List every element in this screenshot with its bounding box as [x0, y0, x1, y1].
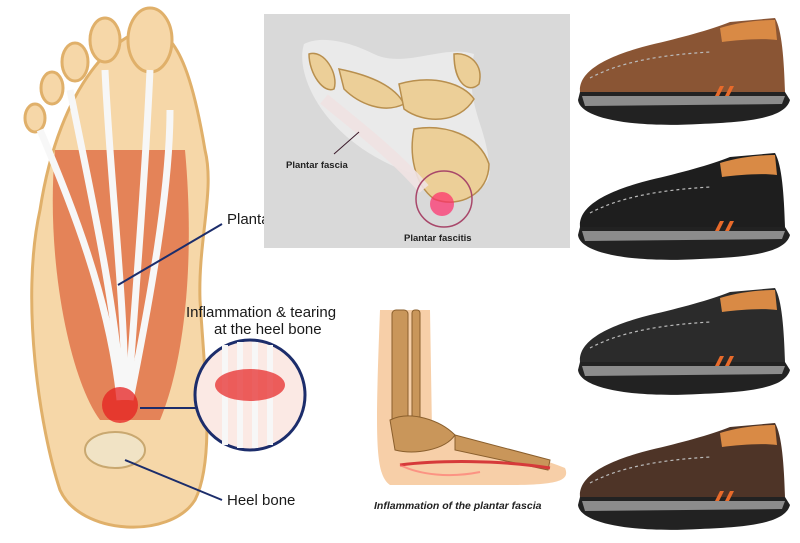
shoe-midsole [582, 501, 785, 511]
heel-inflammation [102, 387, 138, 423]
shoe-black [578, 153, 790, 260]
big-toe [126, 6, 174, 74]
inflamed-fascia [399, 460, 551, 470]
ankle-side-illustration: Inflammation of the plantar fascia [360, 300, 575, 543]
shoe-dark-brown [578, 423, 790, 530]
skeleton-drawing [264, 14, 570, 248]
ankle-drawing [377, 309, 567, 485]
plantar-fascia-band [320, 94, 429, 193]
shoe-accent [715, 221, 724, 231]
foot-sole-drawing [23, 6, 307, 529]
shoe-lining [720, 425, 777, 447]
shoe-midsole [582, 366, 785, 376]
label-heel-bone: Heel bone [227, 492, 296, 509]
shoe-stitching [589, 186, 711, 214]
shoe-brown [578, 18, 790, 125]
ankle-bones [389, 309, 551, 471]
shoe-accent [715, 491, 724, 501]
leader-lines [117, 223, 223, 501]
label-inflammation-line2: at the heel bone [214, 321, 322, 338]
shoe-midsole [582, 96, 785, 106]
foot-bones [308, 52, 490, 203]
fasciitis-circle [415, 170, 473, 228]
third-toe [60, 41, 90, 83]
shoe-lining [720, 20, 777, 42]
shoe-accent [715, 86, 724, 96]
little-toe [23, 102, 47, 134]
foot-sole-illustration: Plantar fascia Inflammation & tearing at… [0, 0, 370, 543]
shoe-black-matte [578, 288, 790, 395]
ankle-caption: Inflammation of the plantar fascia [374, 500, 542, 512]
shoe-stitching [589, 51, 711, 79]
shoes-drawing [578, 18, 790, 530]
shoe-accent [725, 356, 734, 366]
fascia-arrow [333, 131, 360, 155]
zoom-inflammation [215, 369, 285, 401]
shoe-midsole [582, 231, 785, 241]
plantar-fascia-tendons [36, 69, 174, 401]
heel-skeleton-illustration: Plantar fascia Plantar fascitis [264, 14, 570, 248]
shoe-stitching [589, 456, 711, 484]
shoe-stitching [589, 321, 711, 349]
shoes-column [570, 0, 800, 543]
shoe-accent [725, 86, 734, 96]
shoe-accent [715, 356, 724, 366]
shoe-accent [725, 491, 734, 501]
shoe-lining [720, 155, 777, 177]
shoe-lining [720, 290, 777, 312]
label-inflammation-line1: Inflammation & tearing [186, 304, 337, 321]
second-toe [88, 16, 122, 64]
heel-bone [84, 431, 146, 469]
xray-label-plantar-fasciitis: Plantar fascitis [404, 233, 472, 244]
fasciitis-hotspot [430, 192, 454, 216]
xray-label-plantar-fascia: Plantar fascia [286, 160, 348, 171]
shoe-accent [725, 221, 734, 231]
fourth-toe [39, 70, 65, 106]
